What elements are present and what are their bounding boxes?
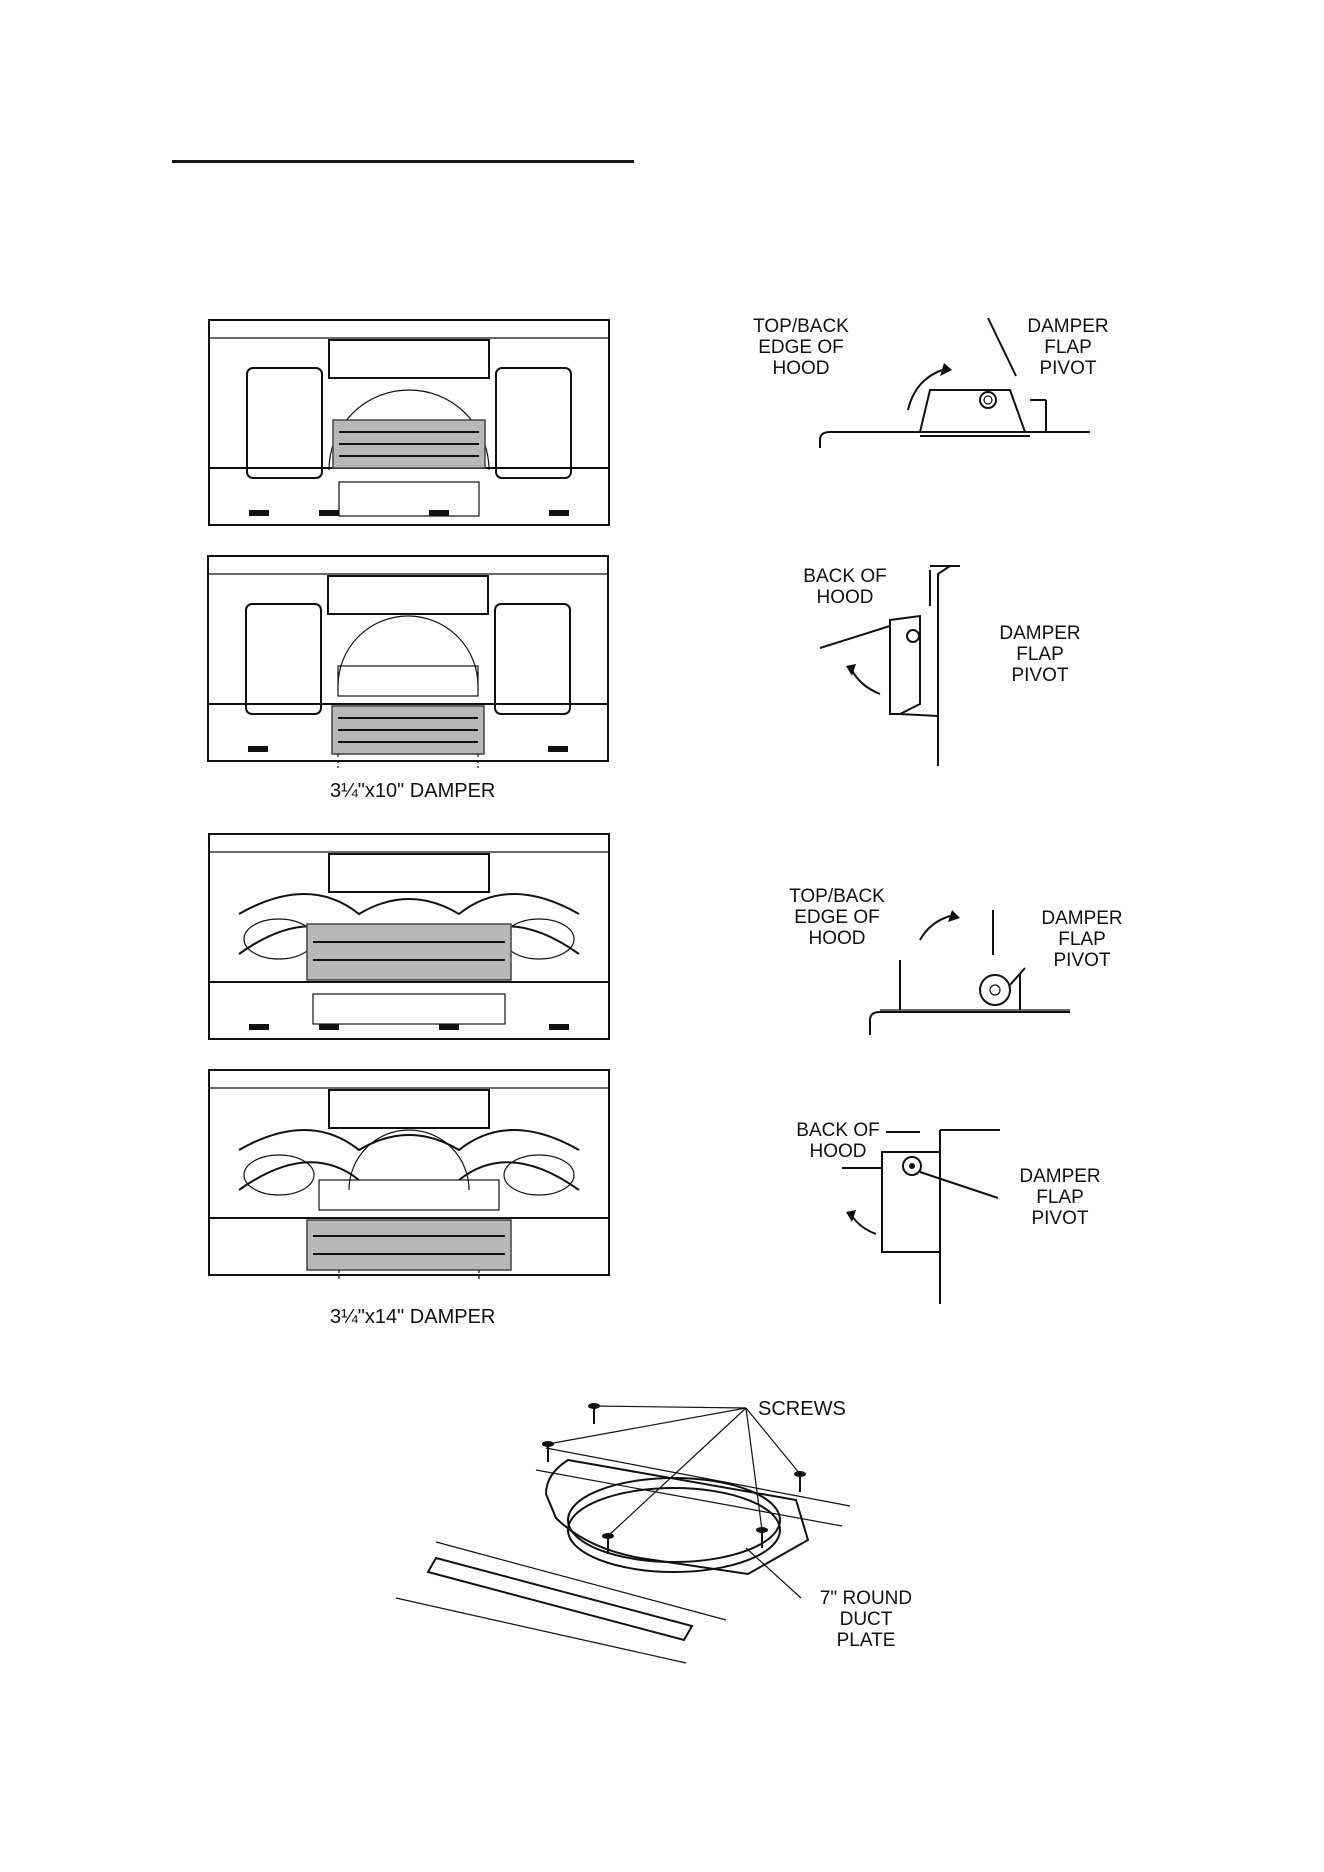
damper-caption-1: 3¼"x10" DAMPER	[330, 780, 530, 802]
hood-figure-2	[208, 556, 608, 761]
damper-flap-pivot-label-3: DAMPER FLAP PIVOT	[1032, 908, 1132, 971]
back-of-hood-label-1: BACK OF HOOD	[795, 566, 895, 608]
screw-icon	[794, 1471, 806, 1492]
header-rule	[172, 160, 634, 163]
hood-figure-3	[209, 834, 609, 1039]
hood-figure-1	[209, 320, 609, 525]
damper-flap-pivot-label-1: DAMPER FLAP PIVOT	[1018, 316, 1118, 379]
damper-caption-2: 3¼"x14" DAMPER	[330, 1306, 530, 1328]
duct-plate-label: 7" ROUND DUCT PLATE	[806, 1588, 926, 1651]
back-of-hood-label-2: BACK OF HOOD	[788, 1120, 888, 1162]
damper-flap-pivot-label-4: DAMPER FLAP PIVOT	[1010, 1166, 1110, 1229]
top-back-edge-label-2: TOP/BACK EDGE OF HOOD	[778, 886, 896, 949]
damper-flap-pivot-label-2: DAMPER FLAP PIVOT	[990, 623, 1090, 686]
hood-figure-4	[209, 1070, 609, 1275]
top-back-edge-label-1: TOP/BACK EDGE OF HOOD	[742, 316, 860, 379]
screw-icon	[542, 1441, 554, 1462]
screws-label: SCREWS	[758, 1398, 878, 1420]
